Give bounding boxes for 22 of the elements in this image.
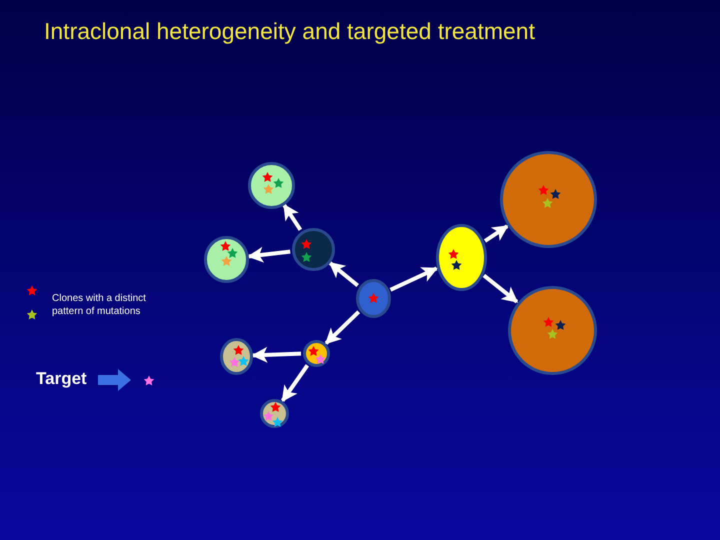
arrow (390, 266, 438, 292)
cell-circle (436, 224, 486, 290)
cell-circle (292, 228, 334, 270)
arrow (328, 261, 359, 288)
arrow (482, 274, 518, 304)
arrow (247, 246, 290, 263)
arrow (324, 310, 360, 345)
arrow (282, 204, 302, 231)
cell-circle (204, 236, 248, 282)
cell-circle (260, 398, 288, 428)
cell-circle (248, 162, 294, 208)
cell-circle (500, 150, 596, 248)
cell-circle (302, 340, 330, 366)
arrow (251, 346, 302, 363)
arrow (484, 224, 509, 243)
title: Intraclonal heterogeneity and targeted treatment (44, 18, 535, 45)
legend-text: Target (36, 369, 87, 389)
cell-circle (356, 278, 390, 318)
legend-text: Clones with a distinct pattern of mutations (52, 292, 147, 318)
cell-circle (220, 338, 252, 374)
arrow (280, 364, 310, 402)
cell-circle (508, 286, 596, 374)
